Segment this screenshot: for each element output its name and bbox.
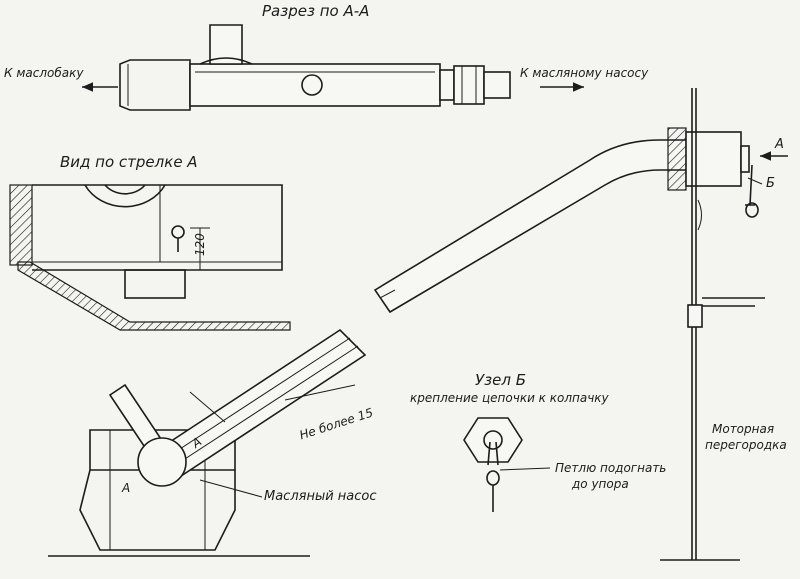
motor-partition — [660, 88, 765, 561]
section-a-a-pipe — [119, 24, 511, 111]
oil-pump-label: Масляный насос — [264, 489, 377, 504]
node-b-detail — [463, 417, 523, 512]
oil-pump-leader — [199, 479, 263, 498]
loop-note-line2: до упора — [572, 477, 629, 491]
node-b-subtitle: крепление цепочки к колпачку — [410, 391, 609, 405]
to-oil-tank-label: К маслобаку — [4, 66, 84, 80]
partition-label-line2: перегородка — [705, 438, 787, 452]
node-b-leader — [747, 177, 763, 185]
section-title: Разрез по А-А — [262, 2, 370, 20]
node-b-mark: Б — [766, 176, 775, 191]
dimension-120: 120 — [193, 233, 207, 256]
loop-note-line1: Петлю подогнать — [555, 461, 667, 475]
oil-pump-assembly — [48, 328, 367, 557]
arrow-a-label: А — [775, 137, 784, 152]
node-b-title: Узел Б — [475, 371, 526, 389]
view-a-tank — [9, 184, 291, 331]
cut-a-lower-label: А — [122, 481, 131, 495]
view-title: Вид по стрелке А — [60, 153, 198, 171]
angled-oil-pipe — [373, 127, 759, 314]
dimension-15-leader — [284, 384, 356, 401]
loop-note-leader — [499, 467, 551, 471]
partition-label-line1: Моторная — [712, 422, 775, 436]
to-oil-pump-label: К масляному насосу — [520, 66, 649, 80]
